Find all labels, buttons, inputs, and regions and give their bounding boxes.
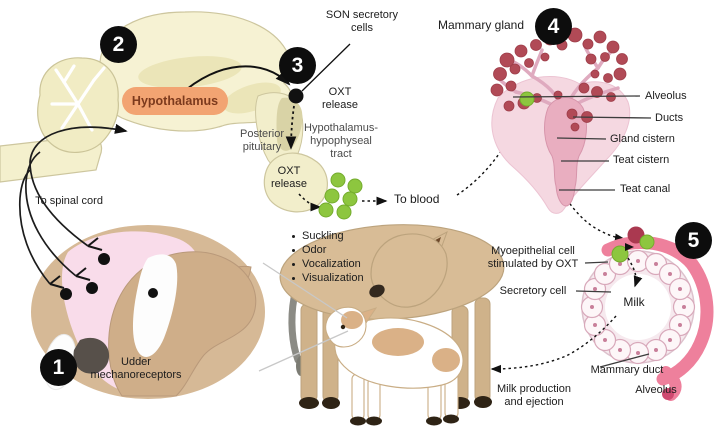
mammary-gland-title: Mammary gland [437,18,525,32]
hypophyseal-tract-arrow [285,105,297,150]
son-secretory-cells-label: SON secretory cells [325,9,399,34]
milk-production-label: Milk production and ejection [497,383,571,408]
step-badge-3: 3 [279,47,316,84]
mechanoreceptor-dots [60,253,110,300]
mammary-gland-illustration [490,27,652,214]
oxt-entry-arrowhead [625,243,634,251]
closeup-calf-muzzle [73,337,110,374]
alveolus-label: Alveolus [645,90,687,102]
gland-label-leader-lines [512,95,652,191]
udder-mechanoreceptors-label: Udder mechanoreceptors [90,356,182,381]
to-blood-label: To blood [394,192,440,206]
alveolus-leader-lines [575,261,650,368]
son-neuron-dot [288,88,304,104]
cow-hooves [299,396,492,409]
bullet-icon [292,276,295,280]
calf-illustration [325,306,464,426]
cell-nuclei [590,259,686,355]
cow-tail [288,294,302,364]
mammary-duct-label: Mammary duct [590,364,664,376]
to-spinal-cord-label: To spinal cord [35,195,103,207]
oxytocin-dots-pituitary [318,172,363,220]
closeup-calf-eye [148,288,158,298]
teat-canal-label: Teat canal [620,183,671,195]
teat-cistern-label: Teat cistern [613,154,670,166]
son-leader-line [301,43,351,92]
oxt-release-label-pituitary: OXT release [270,165,308,190]
myoepithelial-cell-label: Myoepithelial cell stimulated by OXT [487,245,579,270]
milk-label: Milk [623,295,645,309]
mechanoreceptors [49,237,103,289]
closeup-calf-blaze [132,254,178,357]
alveolus-detail-label: Alveolus [635,384,677,396]
pituitary-release-arrow [298,193,322,212]
step-badge-2: 2 [100,26,137,63]
oxytocin-dot-gland [519,91,535,107]
gland-cistern-label: Gland cistern [610,133,675,145]
list-item: Vocalization [292,257,364,271]
stimuli-list: Suckling Odor Vocalization Visualization [292,229,364,285]
cow-head [370,233,448,308]
oxt-release-label-top: OXT release [321,86,359,111]
ducts-label: Ducts [655,112,684,124]
duct-tip [662,388,674,400]
cow-muzzle [369,284,385,298]
milk-lumen [605,274,671,340]
calf-eye [340,324,346,330]
list-item: Suckling [292,229,364,243]
cerebellum-arbor [50,64,106,132]
hypothalamus-hypophyseal-tract-label: Hypothalamus- hypophyseal tract [304,122,378,160]
hypothalamus-label: Hypothalamus [122,87,228,115]
secretory-cell-label: Secretory cell [499,285,567,297]
step-badge-1: 1 [40,349,77,386]
step-badge-5: 5 [675,222,712,259]
bullet-icon [292,234,295,238]
bullet-icon [292,248,295,252]
magnification-lines [258,262,349,372]
list-item: Odor [292,243,364,257]
step-badge-4: 4 [535,8,572,45]
udder-closeup-illustration [31,225,265,399]
alveolus-detail-illustration [575,226,714,401]
oxytocin-dots-alveolus [611,234,655,263]
posterior-pituitary-label: Posterior pituitary [239,128,285,153]
calf-hooves [350,414,459,426]
hypothalamus-to-son-arrow [179,65,291,96]
list-item: Visualization [292,271,364,285]
bullet-icon [292,262,295,266]
afferent-nerve-pathways [18,123,128,285]
